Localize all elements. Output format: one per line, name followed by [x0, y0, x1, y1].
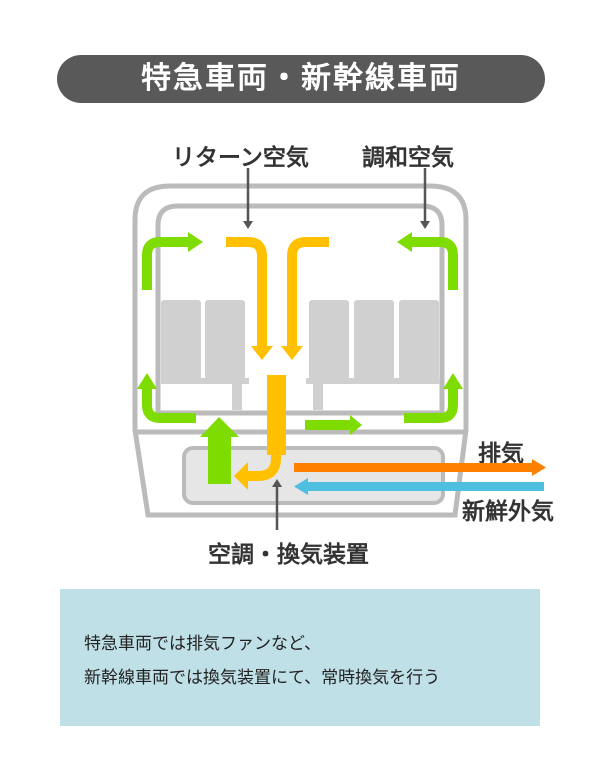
- train-cross-section-diagram: [132, 168, 546, 530]
- fresh-air-up-arrow: [200, 417, 239, 484]
- fresh-air-arrow: [306, 482, 544, 491]
- title-banner: 特急車両・新幹線車両: [57, 55, 545, 103]
- car-body-outline: [132, 183, 469, 518]
- cabin-window-outline: [155, 203, 445, 416]
- conditioned-air-label: 調和空気: [362, 145, 454, 171]
- conditioned-air-arrows: [142, 237, 458, 430]
- exhaust-arrow: [294, 463, 534, 472]
- label-pointers: [243, 168, 430, 530]
- exhaust-label: 排気: [478, 441, 524, 467]
- return-air-label: リターン空気: [172, 145, 309, 171]
- note-box: 特急車両では排気ファンなど、 新幹線車両では換気装置にて、常時換気を行う: [60, 589, 540, 726]
- note-line-1: 特急車両では排気ファンなど、: [84, 634, 322, 654]
- note-line-2: 新幹線車両では換気装置にて、常時換気を行う: [84, 668, 441, 688]
- fresh-air-label: 新鮮外気: [462, 499, 554, 525]
- seats: [161, 300, 440, 410]
- return-air-arrows: [226, 237, 329, 481]
- ac-unit-label: 空調・換気装置: [208, 542, 369, 568]
